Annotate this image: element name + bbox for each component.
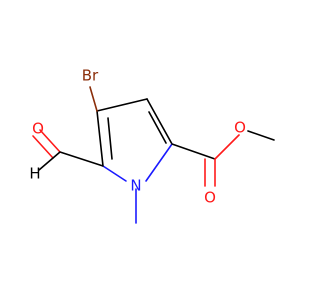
aldehyde-oxygen-label: O <box>32 120 44 138</box>
molecule-structure: Br O H N O O <box>29 67 275 224</box>
bromine-bond <box>89 86 98 112</box>
nitrogen-label: N <box>130 177 141 195</box>
bromine-label: Br <box>82 67 99 85</box>
ester-carbon-bond <box>171 143 216 160</box>
ring-bond-c4-c5 <box>96 110 104 167</box>
aldehyde-carbonyl-bond-1 <box>39 129 61 153</box>
ring-bond-c3-c2-inner <box>148 111 167 144</box>
ring-bond-c3-c2 <box>146 98 173 145</box>
aldehyde-hydrogen-bond <box>38 151 61 171</box>
molecule-canvas: Br O H N O O <box>29 66 275 224</box>
aldehyde-hydrogen-label: H <box>29 165 40 183</box>
ring-bond-c5-n1 <box>102 165 127 182</box>
ester-single-oxygen-label: O <box>234 119 246 137</box>
ring-bond-n1-c2 <box>145 143 173 182</box>
ester-methyl-bond <box>247 130 275 141</box>
aldehyde-carbon-bond <box>59 151 104 167</box>
ester-single-oxygen-bond <box>214 134 240 160</box>
ring-bond-c4-c5-inner <box>107 117 113 160</box>
aldehyde-carbonyl-bond-2 <box>32 135 54 159</box>
ester-carbonyl-oxygen-label: O <box>204 189 216 207</box>
ring-bond-c4-c3 <box>96 98 148 112</box>
